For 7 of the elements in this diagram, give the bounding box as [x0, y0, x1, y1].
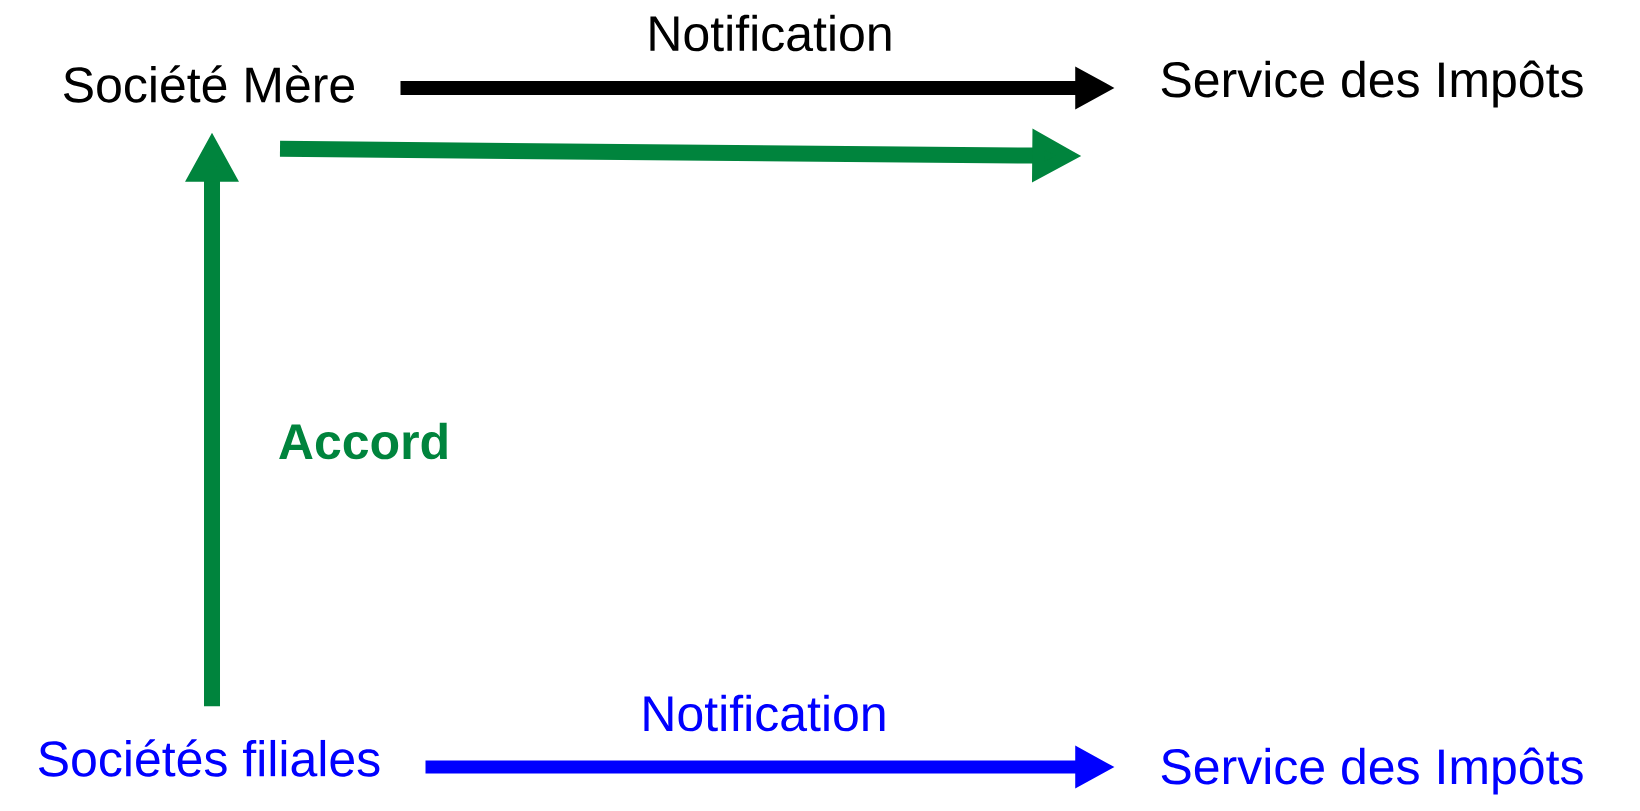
- entity-label: Sociétés filiales: [38, 739, 380, 777]
- edge-label: Notification: [644, 694, 885, 732]
- edge-label: Accord: [279, 422, 447, 460]
- entity-label: Service des Impôts: [1161, 60, 1583, 108]
- entity-label: Service des Impôts: [1161, 747, 1583, 795]
- edge-label: Notification: [650, 14, 891, 52]
- entity-label: Société Mère: [64, 65, 354, 103]
